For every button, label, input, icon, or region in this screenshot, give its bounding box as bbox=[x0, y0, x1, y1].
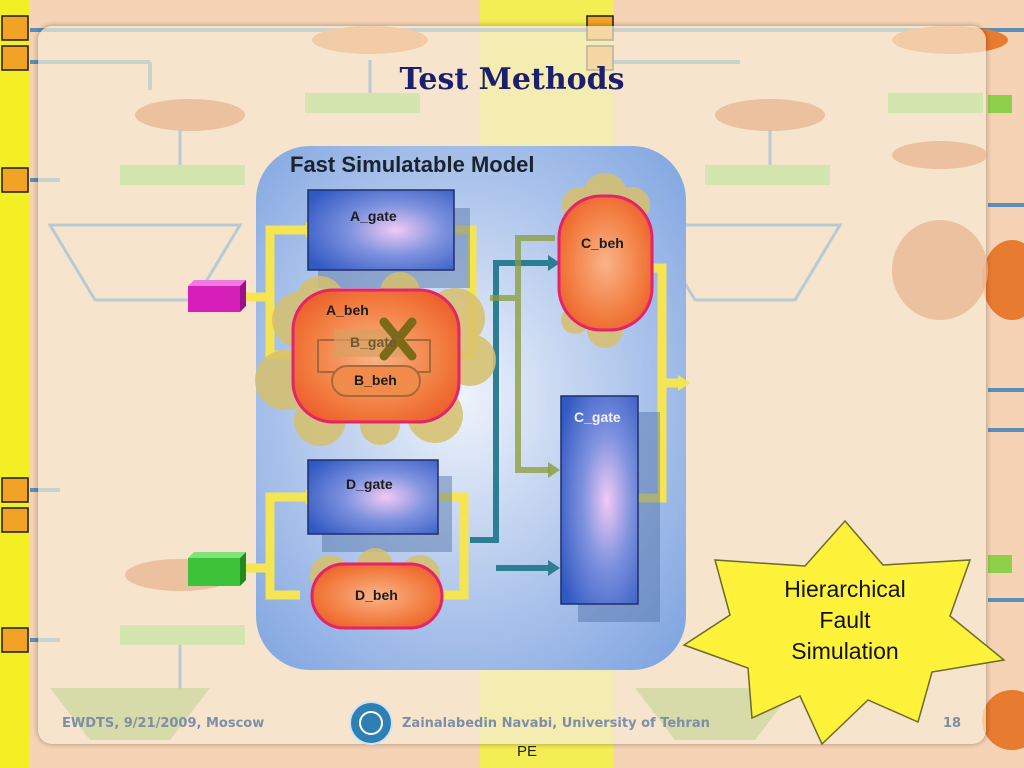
b-beh-block bbox=[331, 365, 421, 397]
d-gate-label: D_gate bbox=[346, 476, 393, 492]
slide-title: Test Methods bbox=[399, 62, 625, 97]
a-gate-block bbox=[307, 189, 455, 271]
model-panel-title: Fast Simulatable Model bbox=[290, 152, 535, 177]
c-gate-block bbox=[560, 395, 639, 605]
c-gate-label: C_gate bbox=[574, 409, 621, 425]
disabled-cross-icon bbox=[379, 317, 417, 361]
c-beh-label: C_beh bbox=[581, 235, 624, 251]
callout-line-2: Fault bbox=[819, 607, 871, 633]
callout-line-1: Hierarchical bbox=[784, 576, 906, 602]
footer-event: EWDTS, 9/21/2009, Moscow bbox=[62, 716, 265, 731]
d-beh-block bbox=[310, 562, 444, 630]
b-beh-label: B_beh bbox=[354, 372, 397, 388]
footer-author: Zainalabedin Navabi, University of Tehra… bbox=[402, 716, 710, 731]
page-number: 18 bbox=[943, 716, 962, 731]
green-input-block bbox=[188, 552, 246, 586]
c-beh-block bbox=[557, 194, 654, 332]
a-gate-label: A_gate bbox=[350, 208, 397, 224]
a-beh-label: A_beh bbox=[326, 302, 369, 318]
callout-line-3: Simulation bbox=[791, 638, 899, 664]
d-gate-block bbox=[307, 459, 439, 535]
magenta-input-block bbox=[188, 280, 246, 312]
pe-label: PE bbox=[517, 743, 538, 760]
b-gate-label: B_gate bbox=[350, 334, 397, 350]
d-beh-label: D_beh bbox=[355, 587, 398, 603]
university-logo bbox=[349, 701, 393, 745]
callout-text: Hierarchical Fault Simulation bbox=[752, 574, 938, 667]
